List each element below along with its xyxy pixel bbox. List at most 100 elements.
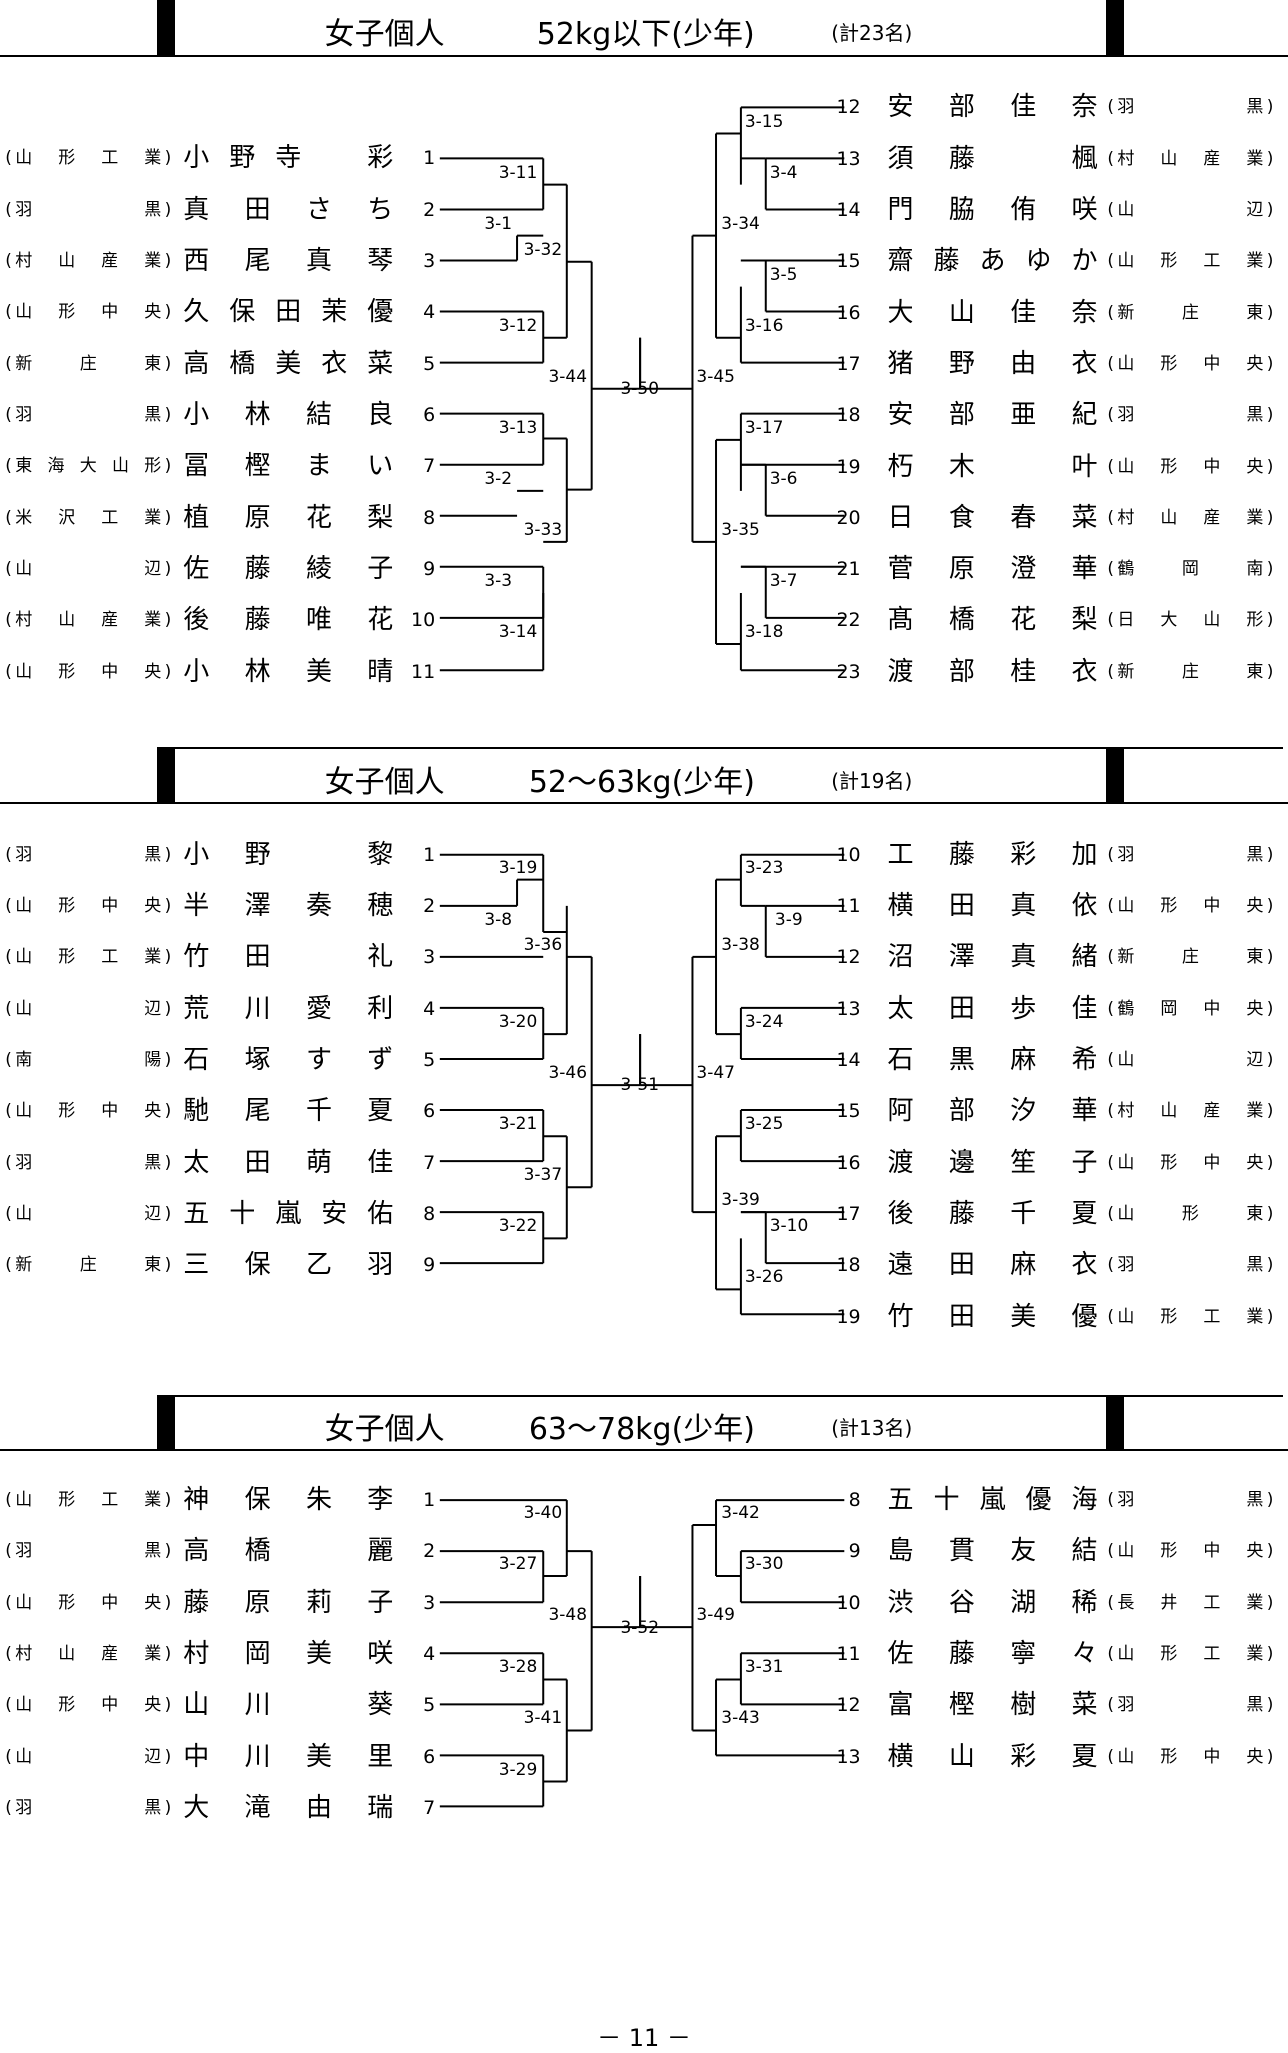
match-label: 3-49 (696, 1605, 735, 1626)
open-paren: ( (1107, 148, 1117, 169)
open-paren: ( (5, 148, 14, 169)
seed-number: 7 (423, 455, 436, 478)
close-paren: ) (164, 1541, 174, 1562)
athlete-name: 須藤 楓 (887, 143, 1100, 174)
match-label: 3-26 (744, 1267, 784, 1288)
match-label: 3-47 (696, 1063, 735, 1084)
close-paren: ) (164, 353, 174, 374)
open-paren: ( (5, 507, 14, 528)
school-text: 山形中央 (15, 1695, 164, 1716)
athlete-name: 中川美里 (183, 1741, 396, 1772)
close-paren: ) (164, 1101, 174, 1122)
open-paren: ( (1107, 1490, 1117, 1511)
open-paren: ( (5, 1101, 14, 1122)
match-label: 3-50 (620, 378, 660, 399)
match-label: 3-6 (769, 468, 798, 489)
athlete-name: 三保乙羽 (183, 1250, 396, 1281)
seed-number: 13 (836, 147, 861, 170)
seed-number: 6 (423, 1100, 436, 1123)
open-paren: ( (1107, 559, 1117, 580)
open-paren: ( (1107, 353, 1117, 374)
close-paren: ) (1266, 1152, 1276, 1173)
athlete-name: 安部佳奈 (887, 92, 1100, 123)
close-paren: ) (164, 148, 174, 169)
open-paren: ( (5, 404, 14, 425)
close-paren: ) (164, 610, 174, 631)
close-paren: ) (1266, 1746, 1276, 1767)
athlete-name: 小野 黎 (183, 839, 396, 870)
close-paren: ) (1266, 405, 1276, 426)
athlete-name: 島貫友結 (887, 1536, 1100, 1567)
school-text: 山形中央 (1117, 353, 1266, 374)
seed-number: 6 (423, 1745, 436, 1768)
match-label: 3-40 (523, 1502, 563, 1523)
match-label: 3-48 (548, 1605, 588, 1626)
athlete-name: 菅原澄華 (887, 554, 1100, 585)
match-label: 3-12 (498, 315, 538, 336)
match-label: 3-17 (744, 417, 784, 438)
match-label: 3-30 (744, 1554, 784, 1575)
seed-number: 7 (423, 1796, 436, 1819)
seed-number: 3 (423, 250, 436, 272)
close-paren: ) (164, 302, 174, 323)
close-paren: ) (164, 661, 174, 682)
athlete-name: 西尾真琴 (183, 246, 396, 276)
section-title: 女子個人 (324, 1412, 445, 1447)
match-label: 3-41 (523, 1708, 563, 1729)
seed-number: 7 (423, 1151, 436, 1174)
close-paren: ) (1266, 896, 1276, 917)
athlete-name: 工藤彩加 (887, 839, 1100, 870)
close-paren: ) (1266, 97, 1276, 118)
seed-number: 2 (423, 1540, 436, 1563)
open-paren: ( (5, 251, 14, 271)
match-label: 3-8 (484, 910, 513, 930)
seed-number: 20 (836, 506, 861, 529)
open-paren: ( (1107, 1050, 1117, 1071)
school-text: 山形工業 (1117, 251, 1266, 272)
athlete-name: 髙橋花梨 (887, 605, 1100, 636)
close-paren: ) (164, 1695, 174, 1716)
school-text: 羽黒 (15, 844, 164, 865)
open-paren: ( (1107, 1695, 1117, 1716)
open-paren: ( (1107, 947, 1117, 968)
seed-number: 2 (423, 198, 436, 221)
seed-number: 9 (423, 557, 436, 580)
open-paren: ( (1107, 1644, 1117, 1665)
athlete-name: 竹田美優 (887, 1301, 1100, 1332)
close-paren: ) (1266, 148, 1276, 169)
open-paren: ( (5, 302, 14, 323)
school-text: 山形中央 (15, 1592, 164, 1613)
seed-number: 22 (836, 609, 861, 632)
match-label: 3-18 (744, 622, 784, 643)
close-paren: ) (164, 1797, 174, 1818)
seed-number: 10 (836, 843, 861, 866)
school-text: 山形東 (1117, 1203, 1266, 1224)
entry-count: (計23名) (831, 20, 913, 45)
seed-number: 19 (836, 455, 861, 478)
seed-number: 8 (423, 506, 436, 529)
seed-number: 18 (836, 404, 861, 427)
close-paren: ) (1266, 199, 1276, 220)
header-bar-right (1106, 747, 1125, 803)
open-paren: ( (5, 1050, 14, 1071)
athlete-name: 佐藤寧々 (887, 1639, 1100, 1670)
athlete-name: 小野寺 彩 (183, 143, 396, 174)
school-text: 東海大山形 (15, 456, 164, 477)
header-bar-right (1106, 0, 1125, 55)
open-paren: ( (5, 844, 14, 865)
close-paren: ) (164, 404, 174, 425)
athlete-name: 阿部汐華 (887, 1096, 1100, 1127)
athlete-name: 石塚すず (183, 1045, 396, 1076)
header-top-rule (157, 1395, 1283, 1398)
match-label: 3-4 (769, 162, 798, 183)
athlete-name: 猪野由衣 (887, 348, 1100, 379)
close-paren: ) (1266, 507, 1276, 528)
school-text: 羽黒 (15, 1152, 164, 1173)
match-label: 3-24 (744, 1012, 784, 1033)
match-label: 3-15 (744, 111, 784, 132)
match-label: 3-2 (484, 468, 513, 489)
athlete-name: 後藤唯花 (183, 605, 396, 636)
athlete-name: 石黒麻希 (887, 1045, 1100, 1076)
athlete-name: 太田萌佳 (183, 1147, 396, 1178)
